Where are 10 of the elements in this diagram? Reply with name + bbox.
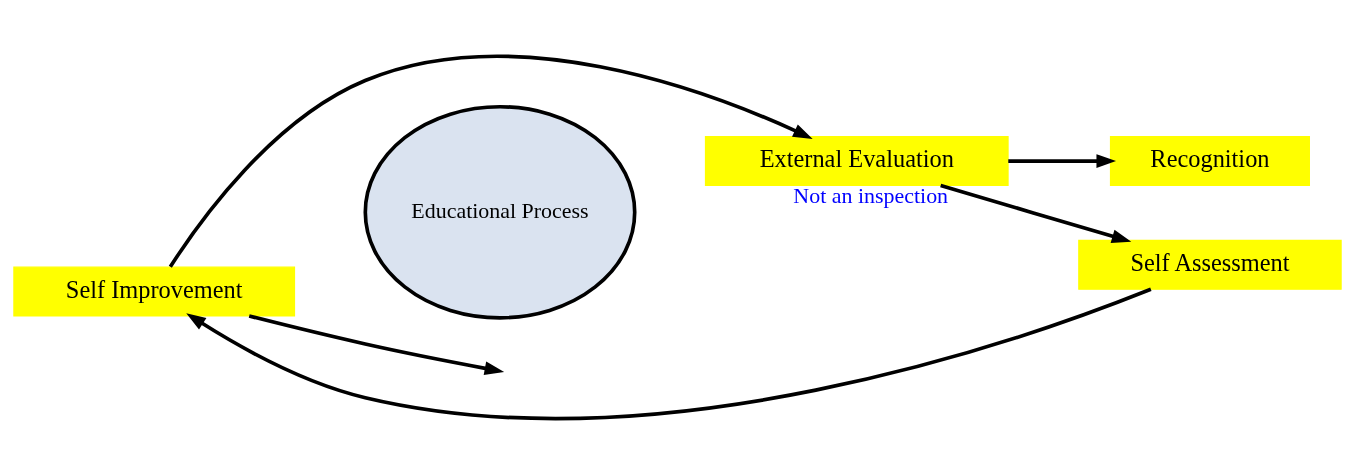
arrow: [248, 313, 505, 375]
arrow: [186, 287, 1152, 420]
node-ellipse: Educational Process: [363, 104, 637, 320]
arrow: [940, 183, 1132, 243]
node-box: External Evaluation: [704, 135, 1009, 186]
node-box: Recognition: [1109, 135, 1310, 186]
arrow: [168, 54, 813, 268]
node-box: Self Improvement: [13, 266, 296, 317]
node-box: Self Assessment: [1078, 239, 1342, 290]
arrow: [1008, 153, 1116, 168]
